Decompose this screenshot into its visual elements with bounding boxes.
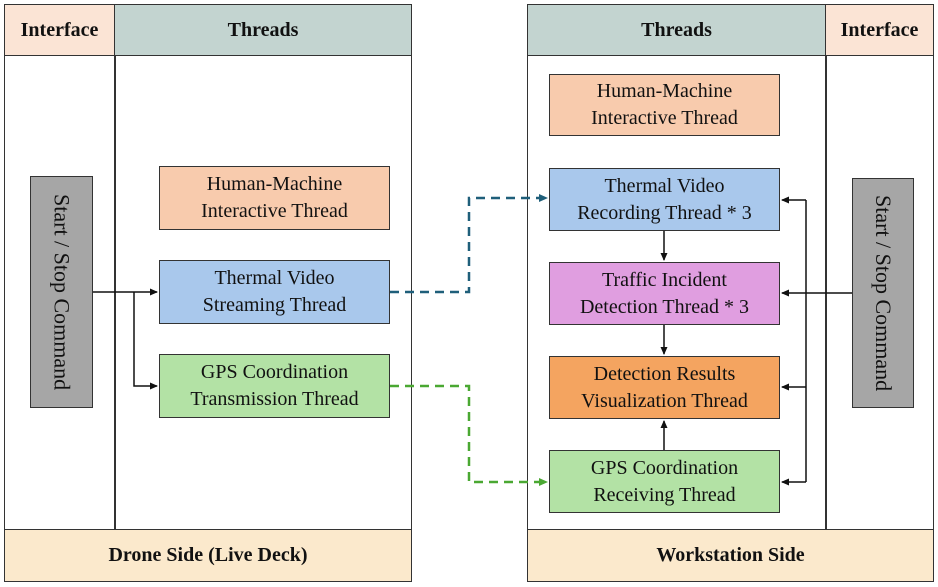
drone-interface-header: Interface: [4, 4, 115, 56]
drone-hmi-thread: Human-Machine Interactive Thread: [159, 166, 390, 230]
drone-command-label: Start / Stop Command: [49, 193, 75, 391]
drone-hmi-line2: Interactive Thread: [201, 200, 348, 222]
workstation-threads-header: Threads: [527, 4, 826, 56]
drone-column-divider: [114, 56, 116, 530]
drone-gps-line1: GPS Coordination: [200, 361, 349, 383]
workstation-detection-line2: Detection Thread * 3: [579, 295, 749, 318]
workstation-command-label: Start / Stop Command: [871, 194, 896, 392]
workstation-gps-line2: Receiving Thread: [593, 483, 736, 506]
workstation-visualization-line2: Visualization Thread: [581, 389, 748, 412]
workstation-side-footer: Workstation Side: [527, 529, 934, 582]
workstation-visualization-thread: Detection Results Visualization Thread: [549, 356, 780, 419]
workstation-gps-line1: GPS Coordination: [590, 456, 739, 479]
drone-start-stop-command: Start / Stop Command: [30, 176, 93, 408]
drone-threads-header: Threads: [114, 4, 412, 56]
drone-streaming-line2: Streaming Thread: [202, 294, 347, 316]
workstation-hmi-line2: Interactive Thread: [591, 107, 738, 129]
drone-streaming-thread: Thermal Video Streaming Thread: [159, 260, 390, 324]
workstation-visualization-line1: Detection Results: [593, 362, 736, 385]
workstation-detection-line1: Traffic Incident: [602, 268, 727, 291]
video-stream-link: [390, 194, 548, 294]
workstation-recording-thread: Thermal Video Recording Thread * 3: [549, 168, 780, 231]
workstation-hmi-line1: Human-Machine: [596, 80, 733, 102]
workstation-recording-line1: Thermal Video: [604, 174, 725, 197]
drone-gps-thread: GPS Coordination Transmission Thread: [159, 354, 390, 418]
drone-hmi-line1: Human-Machine: [206, 173, 343, 195]
workstation-hmi-thread: Human-Machine Interactive Thread: [549, 74, 780, 136]
workstation-interface-header: Interface: [825, 4, 934, 56]
drone-gps-line2: Transmission Thread: [190, 388, 359, 410]
workstation-detection-thread: Traffic Incident Detection Thread * 3: [549, 262, 780, 325]
workstation-start-stop-command: Start / Stop Command: [852, 178, 914, 408]
drone-streaming-line1: Thermal Video: [214, 267, 335, 289]
gps-transmission-link: [390, 384, 548, 486]
drone-side-footer: Drone Side (Live Deck): [4, 529, 412, 582]
workstation-recording-line2: Recording Thread * 3: [577, 201, 752, 224]
workstation-column-divider: [825, 56, 827, 530]
workstation-gps-thread: GPS Coordination Receiving Thread: [549, 450, 780, 513]
